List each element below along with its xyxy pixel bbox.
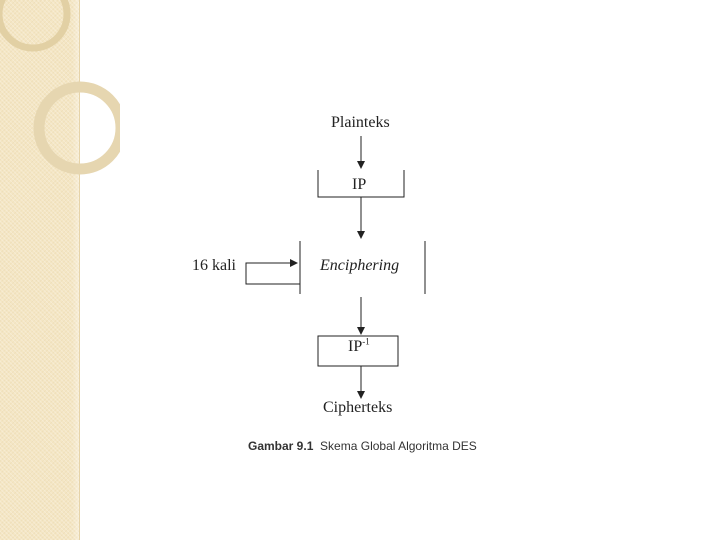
ip-label: IP <box>352 176 367 193</box>
rounds-label: 16 kali <box>192 257 236 274</box>
plaintext-label: Plainteks <box>331 114 390 131</box>
ciphertext-label: Cipherteks <box>323 399 393 416</box>
side-band-edge <box>72 0 79 540</box>
ip-inverse-box <box>317 335 399 367</box>
ip-inverse-base: IP <box>348 338 363 355</box>
decorative-rings <box>0 0 120 175</box>
ring-top <box>0 0 71 52</box>
ring-middle <box>33 81 120 175</box>
enciphering-label: Enciphering <box>320 257 400 274</box>
caption-text: Skema Global Algoritma DES <box>320 439 477 453</box>
figure-caption: Gambar 9.1 Skema Global Algoritma DES <box>248 439 477 453</box>
rounds-loop-arrow <box>245 259 300 285</box>
ip-inverse-label: IP-1 <box>348 336 370 356</box>
caption-number: Gambar 9.1 <box>248 439 314 453</box>
ip-inverse-superscript: -1 <box>362 336 370 347</box>
